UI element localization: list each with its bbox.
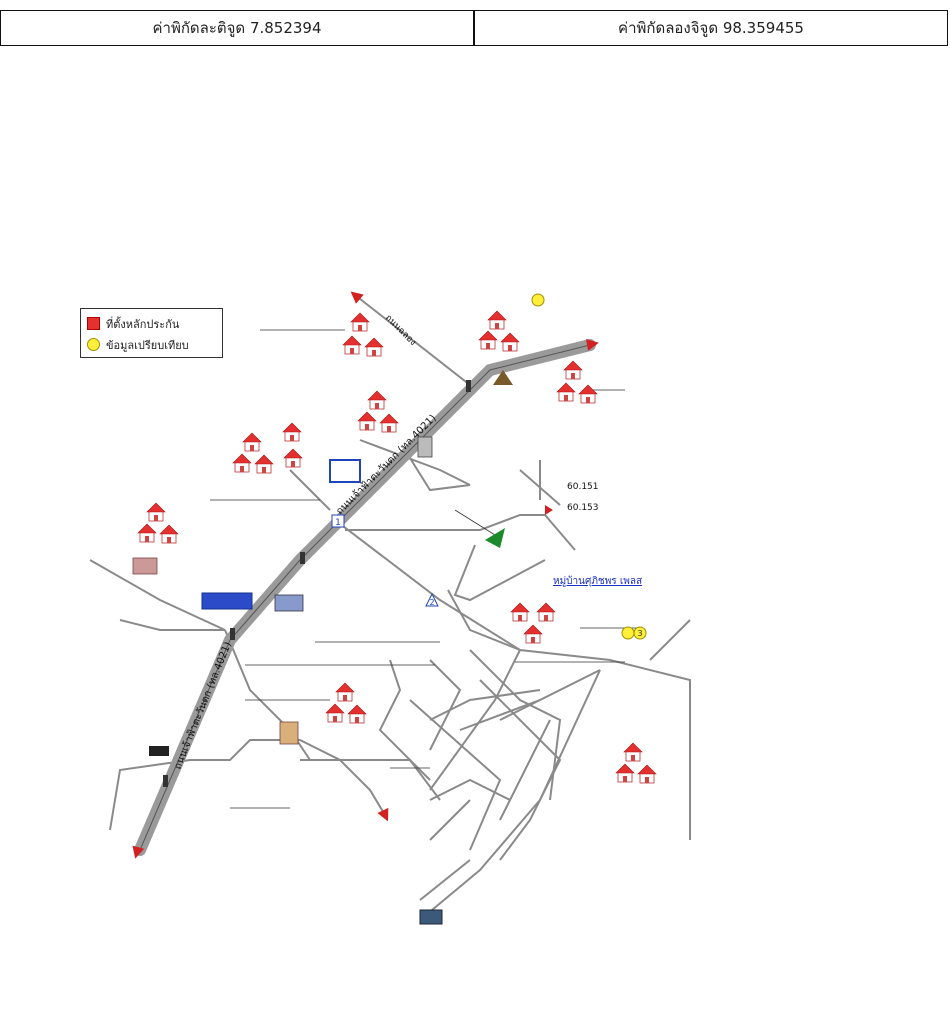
legend-collateral-row: ที่ตั้งหลักประกัน [87,313,216,334]
red-square-icon [87,317,100,330]
legend-collateral-label: ที่ตั้งหลักประกัน [106,317,180,331]
map-legend: ที่ตั้งหลักประกัน ข้อมูลเปรียบเทียบ [80,308,223,358]
marker-2: 2 [425,592,439,607]
pointer-lines [210,329,640,809]
coordinate-header: ค่าพิกัดละติจูด 7.852394 ค่าพิกัดลองจิจู… [0,10,948,46]
house-clusters [137,310,657,784]
village-label: หมู่บ้านศุภิชพร เพลส [553,575,642,587]
road-number-1: 60.151 [567,482,599,492]
collateral-markers: 1 2 3 [331,293,647,640]
longitude-cell: ค่าพิกัดลองจิจูด 98.359455 [473,11,947,45]
legend-comparable-label: ข้อมูลเปรียบเทียบ [106,338,189,352]
marker-2-label: 2 [429,598,434,607]
marker-1: 1 [331,514,345,528]
traffic-lights [163,380,471,787]
latitude-cell: ค่าพิกัดละติจูด 7.852394 [152,19,322,37]
direction-arrows [129,286,600,861]
yellow-circle-icon [87,338,100,351]
marker-1-label: 1 [335,518,341,528]
marker-3-label: 3 [637,629,642,638]
landmarks [132,370,513,925]
main-road-lower-label: ถนนเจ้าฟ้าตะวันตก (ทล.4021) [172,640,234,771]
road-north-label: ถนนฉลอง [383,313,418,348]
legend-comparable-row: ข้อมูลเปรียบเทียบ [87,334,216,355]
minor-roads [89,294,691,921]
road-number-2: 60.153 [567,503,599,513]
